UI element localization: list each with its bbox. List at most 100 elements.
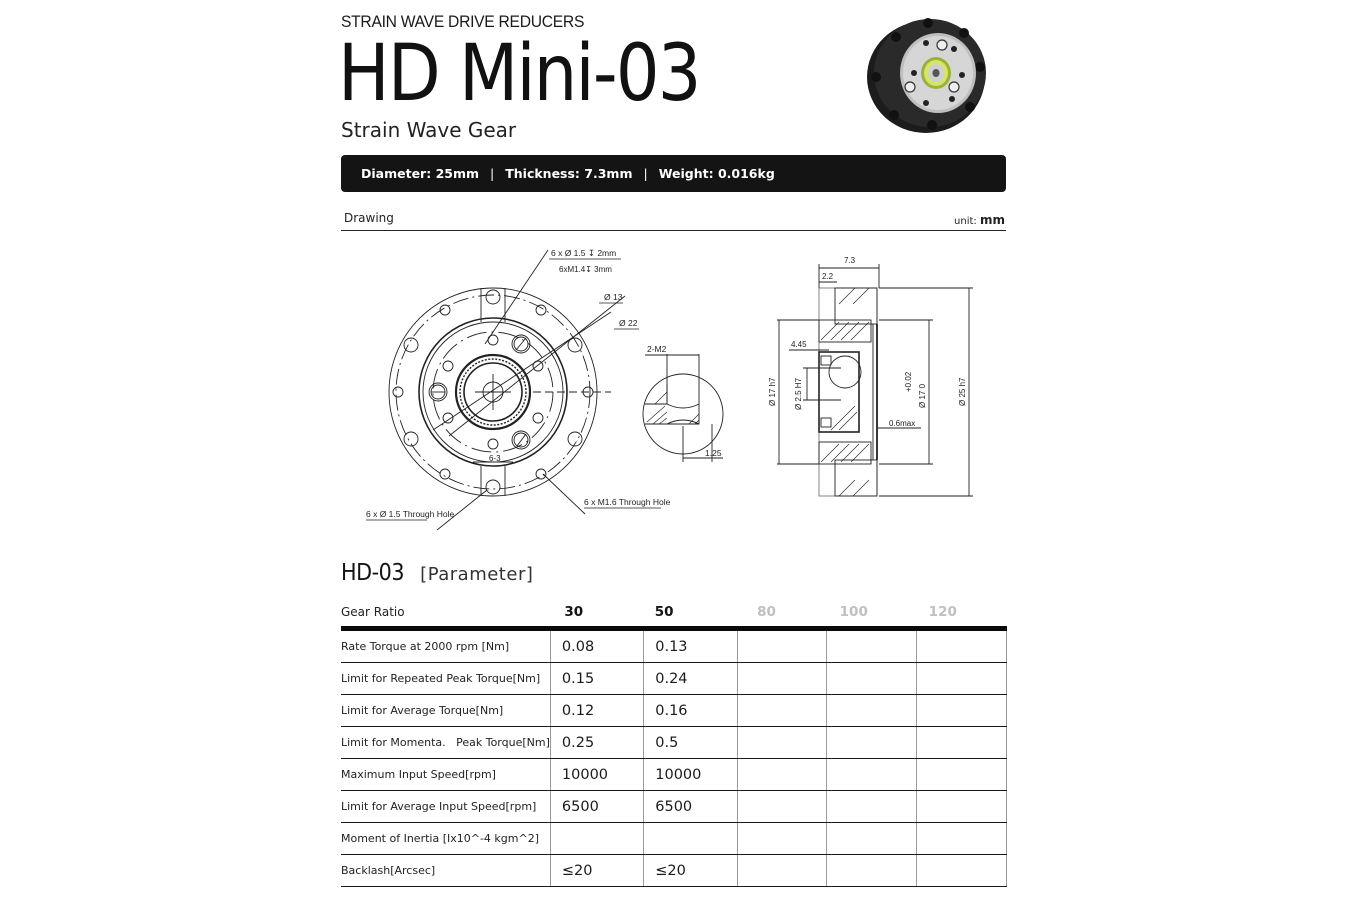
cell <box>826 790 917 823</box>
cell: 0.12 <box>549 694 644 727</box>
technical-drawing: 6 x Ø 1.5 ↧ 2mm 6xM1.4↧ 3mm Ø 13 Ø 22 6-… <box>366 248 973 530</box>
row-label: Moment of Inertia [Ix10^-4 kgm^2] <box>341 822 551 855</box>
cell: 0.15 <box>549 662 644 695</box>
annot-dia-17h7: Ø 17 h7 <box>768 377 777 406</box>
cell <box>736 854 827 887</box>
spec-summary-bar: Diameter: 25mm | Thickness: 7.3mm | Weig… <box>341 155 1006 192</box>
table-row: Maximum Input Speed[rpm] 10000 10000 <box>341 758 1007 791</box>
model-name: HD-03 <box>341 560 405 586</box>
table-header-row: Gear Ratio 30 50 80 100 120 <box>341 598 1007 631</box>
detail-view: 2-M2 1.25 <box>642 344 724 462</box>
drawing-label: Drawing <box>344 211 394 225</box>
cell <box>916 694 1007 727</box>
annot-width: 6-3 <box>489 454 501 463</box>
cell <box>736 662 827 695</box>
drawing-section-header: Drawing unit: mm <box>341 205 1006 231</box>
cell <box>736 694 827 727</box>
ratio-120: 120 <box>916 598 1007 631</box>
annot-bore: Ø 2.5 H7 <box>794 377 803 410</box>
annot-thickness: 7.3 <box>844 256 856 265</box>
cell <box>916 854 1007 887</box>
row-label: Backlash[Arcsec] <box>341 854 551 887</box>
parameter-table: Gear Ratio 30 50 80 100 120 Rate Torque … <box>341 598 1007 887</box>
cell <box>736 758 827 791</box>
row-label: Rate Torque at 2000 rpm [Nm] <box>341 628 551 663</box>
cell: 0.5 <box>643 726 738 759</box>
row-label: Limit for Average Torque[Nm] <box>341 694 551 727</box>
cell <box>916 790 1007 823</box>
ratio-100: 100 <box>826 598 917 631</box>
annot-through-hole-right: 6 x M1.6 Through Hole <box>584 497 671 507</box>
cell: 6500 <box>549 790 644 823</box>
spec-separator: | <box>490 166 495 181</box>
annot-through-hole-left: 6 x Ø 1.5 Through Hole <box>366 509 454 519</box>
row-label: Maximum Input Speed[rpm] <box>341 758 551 791</box>
spec-thickness: Thickness: 7.3mm <box>505 166 633 181</box>
side-view: 7.3 2.2 4.45 0.6max Ø 17 h7 Ø 2.5 H7 +0.… <box>768 256 973 497</box>
parameter-subtitle: [Parameter] <box>420 564 534 585</box>
annot-thread: 2-M2 <box>647 344 667 354</box>
cell <box>916 822 1007 855</box>
annot-offset: 2.2 <box>822 272 834 281</box>
row-label: Limit for Average Input Speed[rpm] <box>341 790 551 823</box>
cell <box>826 822 917 855</box>
cell <box>826 662 917 695</box>
table-row: Limit for Repeated Peak Torque[Nm] 0.15 … <box>341 662 1007 695</box>
cell: 10000 <box>643 758 738 791</box>
table-row: Backlash[Arcsec] ≤20 ≤20 <box>341 854 1007 887</box>
annot-dia-22: Ø 22 <box>619 318 638 328</box>
front-view <box>388 249 626 530</box>
cell <box>736 790 827 823</box>
annot-tol-upper: +0.02 <box>904 371 913 392</box>
row-label: Limit for Momenta. Peak Torque[Nm] <box>341 726 551 759</box>
table-row: Limit for Average Torque[Nm] 0.12 0.16 <box>341 694 1007 727</box>
product-photo <box>867 18 986 133</box>
unit-value: mm <box>979 213 1005 227</box>
ratio-50: 50 <box>643 598 738 631</box>
spec-diameter: Diameter: 25mm <box>361 166 480 181</box>
cell <box>549 822 644 855</box>
cell: 6500 <box>643 790 738 823</box>
cell: 0.25 <box>549 726 644 759</box>
annot-depth-445: 4.45 <box>791 340 807 349</box>
cell <box>643 822 738 855</box>
cell <box>916 758 1007 791</box>
cell <box>826 628 917 663</box>
table-row: Limit for Average Input Speed[rpm] 6500 … <box>341 790 1007 823</box>
cell: ≤20 <box>643 854 738 887</box>
table-row: Limit for Momenta. Peak Torque[Nm] 0.25 … <box>341 726 1007 759</box>
cell: 0.16 <box>643 694 738 727</box>
ratio-80: 80 <box>737 598 827 631</box>
cell <box>826 726 917 759</box>
unit-indicator: unit: mm <box>954 213 1005 227</box>
cell <box>916 628 1007 663</box>
row-label: Limit for Repeated Peak Torque[Nm] <box>341 662 551 695</box>
annot-clearance: 0.6max <box>889 419 915 428</box>
annot-dia-13: Ø 13 <box>604 292 623 302</box>
table-row: Rate Torque at 2000 rpm [Nm] 0.08 0.13 <box>341 628 1007 663</box>
product-title: HD Mini-03 <box>338 29 701 119</box>
cell <box>916 662 1007 695</box>
spec-separator: | <box>643 166 648 181</box>
annot-dia-25: Ø 25 h7 <box>958 377 967 406</box>
cell <box>736 822 827 855</box>
cell <box>826 758 917 791</box>
table-row: Moment of Inertia [Ix10^-4 kgm^2] <box>341 822 1007 855</box>
annot-holes-top: 6 x Ø 1.5 ↧ 2mm <box>551 248 616 258</box>
cell <box>826 694 917 727</box>
cell <box>736 726 827 759</box>
category-label: STRAIN WAVE DRIVE REDUCERS <box>341 12 585 31</box>
cell: 0.08 <box>549 628 644 663</box>
cell: 0.24 <box>643 662 738 695</box>
cell: 0.13 <box>643 628 738 663</box>
unit-prefix: unit: <box>954 216 977 227</box>
annot-dia-17: Ø 17 0 <box>918 383 927 408</box>
annot-depth: 1.25 <box>705 448 722 458</box>
parameter-heading: HD-03 [Parameter] <box>341 560 533 586</box>
cell <box>916 726 1007 759</box>
gear-ratio-label: Gear Ratio <box>341 598 551 631</box>
spec-weight: Weight: 0.016kg <box>658 166 775 181</box>
product-subtitle: Strain Wave Gear <box>341 118 517 142</box>
annot-threads-top: 6xM1.4↧ 3mm <box>559 265 612 274</box>
cell: ≤20 <box>549 854 644 887</box>
